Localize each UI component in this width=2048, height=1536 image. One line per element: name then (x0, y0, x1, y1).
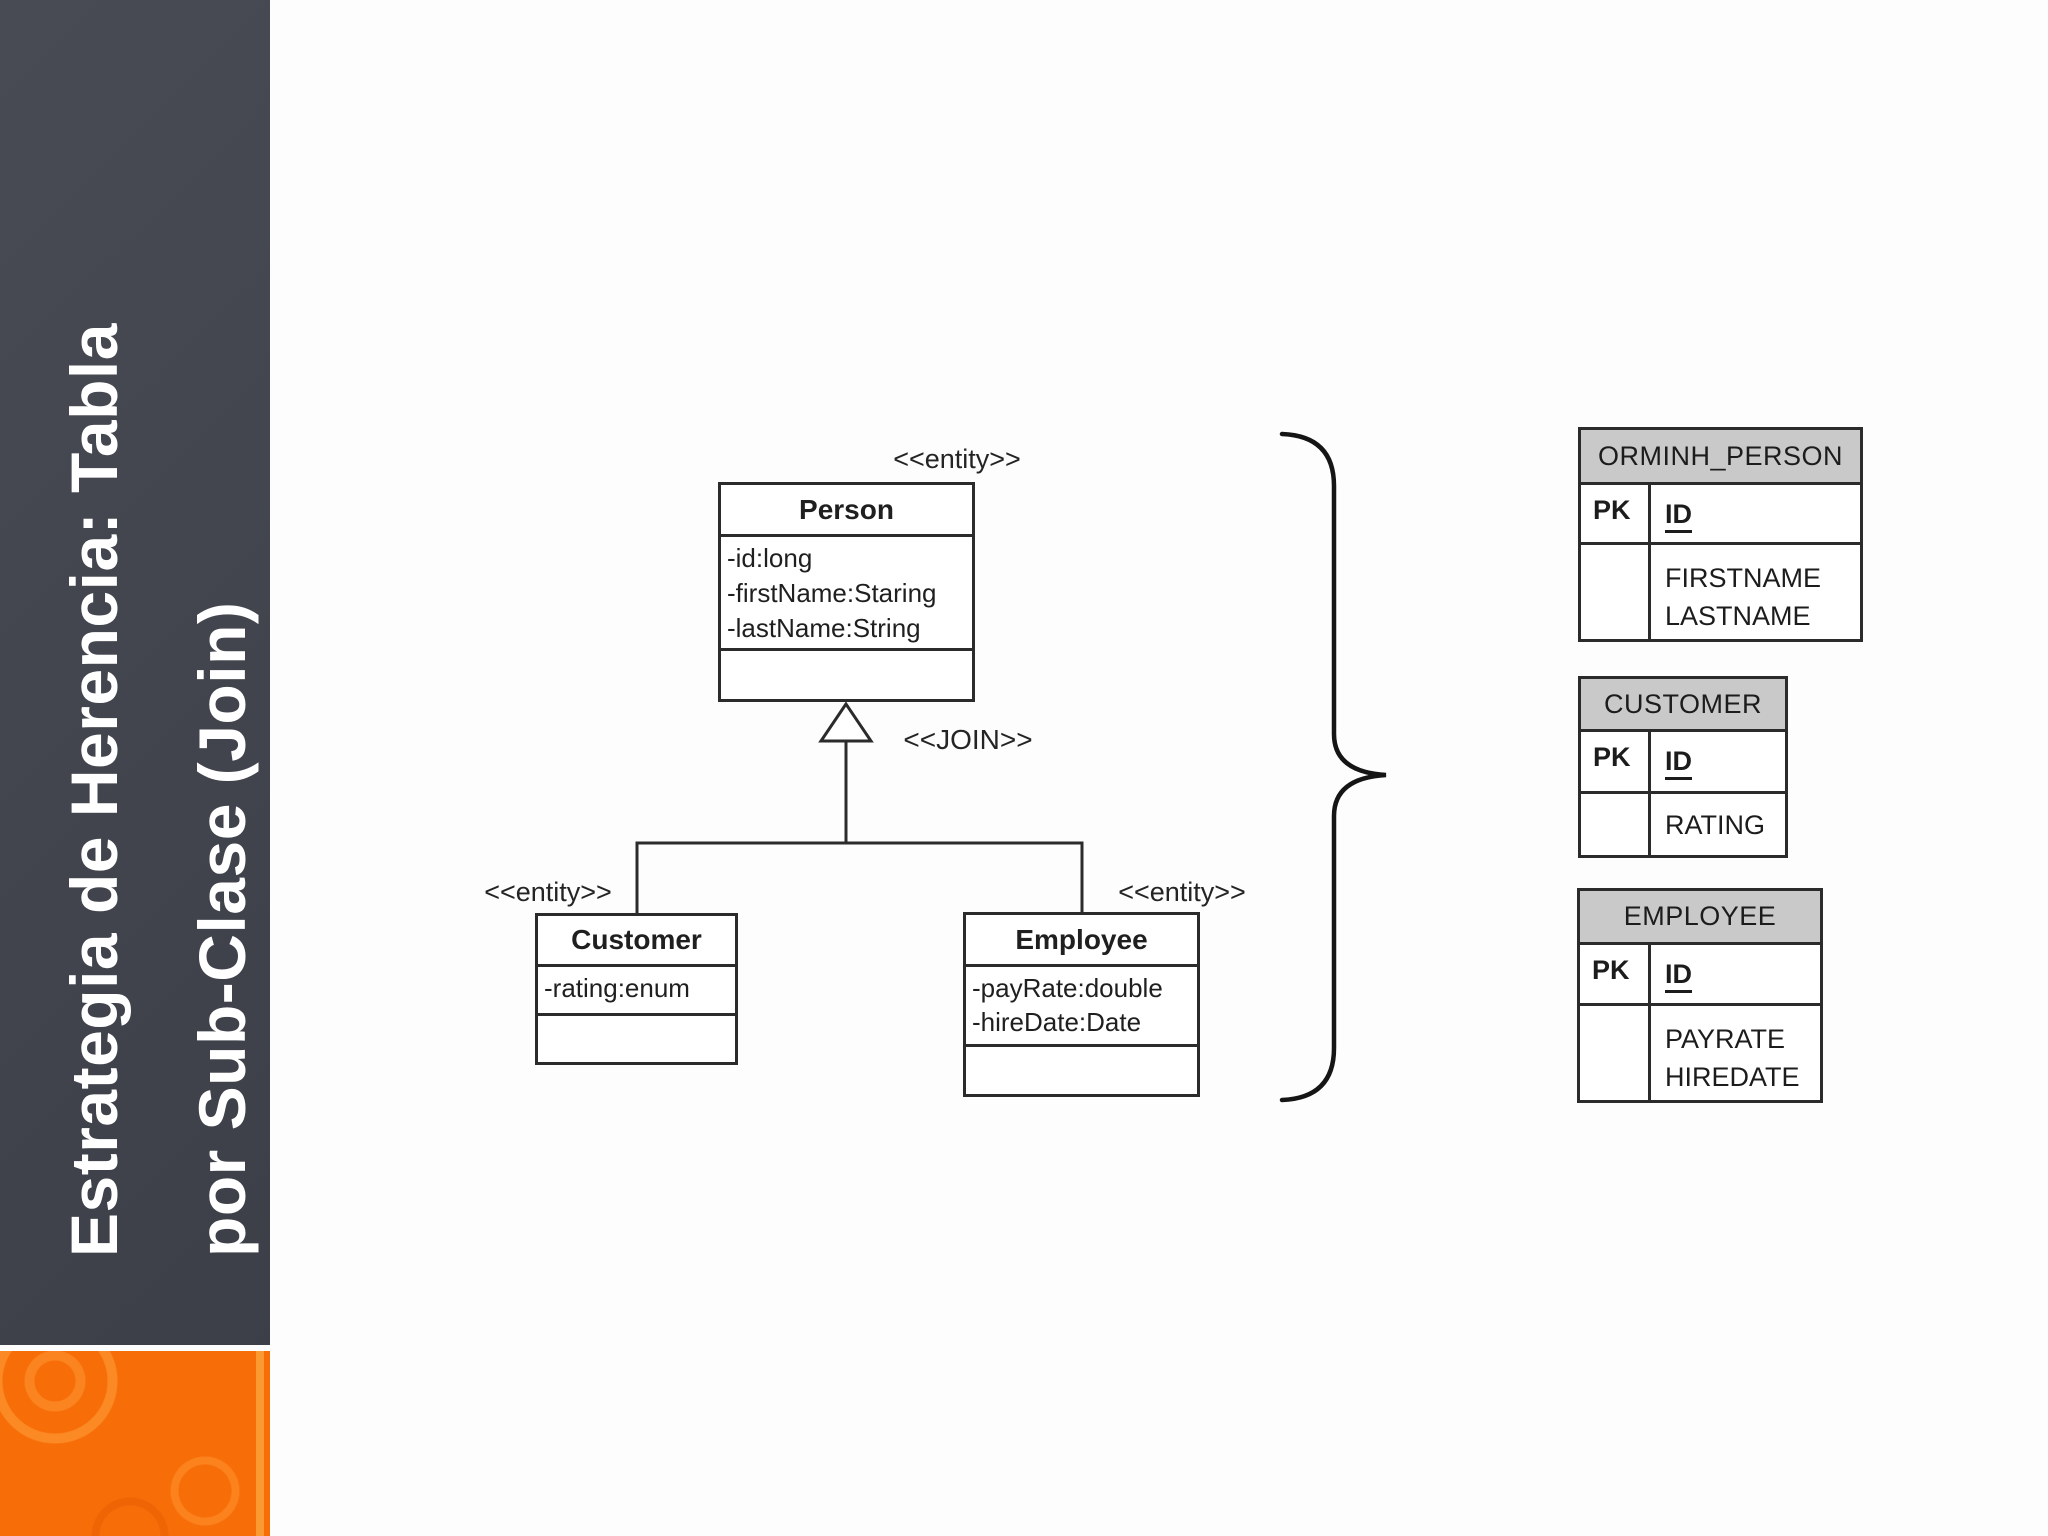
uml-class-employee: Employee -payRate:double -hireDate:Date (963, 912, 1200, 1097)
uml-class-customer-name: Customer (538, 916, 735, 967)
pk-column-cell: ID (1651, 485, 1860, 542)
columns-cell: PAYRATE HIREDATE (1651, 1006, 1820, 1100)
accent-square (0, 1351, 270, 1536)
generalization-line (635, 740, 1084, 913)
pk-column-name: ID (1665, 746, 1692, 776)
db-table-employee: EMPLOYEE PK ID PAYRATE HIREDATE (1577, 888, 1823, 1103)
table-row: FIRSTNAME LASTNAME (1581, 545, 1860, 639)
customer-stereotype-label: <<entity>> (484, 877, 612, 907)
uml-class-customer: Customer -rating:enum (535, 913, 738, 1065)
person-stereotype-label: <<entity>> (893, 444, 1021, 474)
columns-cell: RATING (1651, 794, 1785, 855)
pk-empty-cell (1581, 794, 1651, 855)
generalization-arrowhead (818, 701, 874, 743)
uml-class-employee-operations (966, 1047, 1197, 1094)
db-table-customer: CUSTOMER PK ID RATING (1578, 676, 1788, 858)
uml-class-person-operations (721, 651, 972, 699)
db-table-orminh-person-title: ORMINH_PERSON (1581, 430, 1860, 485)
uml-class-employee-name: Employee (966, 915, 1197, 967)
join-stereotype-label: <<JOIN>> (903, 724, 1033, 755)
slide-title-line1: Estrategia de Herencia: Tabla (57, 323, 131, 1257)
column-name: PAYRATE (1665, 1024, 1786, 1054)
column-name: RATING (1665, 810, 1765, 840)
column-name: FIRSTNAME (1665, 563, 1822, 593)
uml-attribute: -lastName:String (727, 613, 921, 643)
uml-class-person: Person -id:long -firstName:Staring -last… (718, 482, 975, 702)
uml-attribute: -firstName:Staring (727, 578, 937, 608)
uml-class-customer-attributes: -rating:enum (538, 967, 735, 1016)
db-table-customer-title: CUSTOMER (1581, 679, 1785, 732)
pk-column-name: ID (1665, 959, 1692, 989)
table-row: PK ID (1581, 485, 1860, 545)
uml-class-customer-operations (538, 1016, 735, 1062)
pk-label: PK (1581, 732, 1651, 791)
uml-class-employee-attributes: -payRate:double -hireDate:Date (966, 967, 1197, 1047)
uml-class-person-name: Person (721, 485, 972, 537)
db-table-orminh-person: ORMINH_PERSON PK ID FIRSTNAME LASTNAME (1578, 427, 1863, 642)
uml-attribute: -rating:enum (544, 973, 690, 1003)
column-name: LASTNAME (1665, 601, 1811, 631)
uml-attribute: -hireDate:Date (972, 1007, 1142, 1037)
pk-column-name: ID (1665, 499, 1692, 529)
uml-attribute: -id:long (727, 543, 813, 573)
employee-stereotype-label: <<entity>> (1118, 877, 1246, 907)
pk-label: PK (1580, 945, 1651, 1003)
pk-label: PK (1581, 485, 1651, 542)
columns-cell: FIRSTNAME LASTNAME (1651, 545, 1860, 639)
uml-attribute: -payRate:double (972, 973, 1163, 1003)
pk-column-cell: ID (1651, 945, 1820, 1003)
pk-column-cell: ID (1651, 732, 1785, 791)
db-table-employee-title: EMPLOYEE (1580, 891, 1820, 945)
pk-empty-cell (1581, 545, 1651, 639)
title-sidebar (0, 0, 270, 1345)
uml-class-person-attributes: -id:long -firstName:Staring -lastName:St… (721, 537, 972, 651)
table-row: PK ID (1580, 945, 1820, 1006)
slide-title: Estrategia de Herencia: Tabla por Sub-Cl… (0, 0, 270, 1345)
table-row: PAYRATE HIREDATE (1580, 1006, 1820, 1100)
table-row: RATING (1581, 794, 1785, 855)
column-name: HIREDATE (1665, 1062, 1800, 1092)
pk-empty-cell (1580, 1006, 1651, 1100)
table-row: PK ID (1581, 732, 1785, 794)
slide-title-line2: por Sub-Clase (Join) (185, 601, 259, 1257)
curly-brace (1279, 431, 1387, 1103)
